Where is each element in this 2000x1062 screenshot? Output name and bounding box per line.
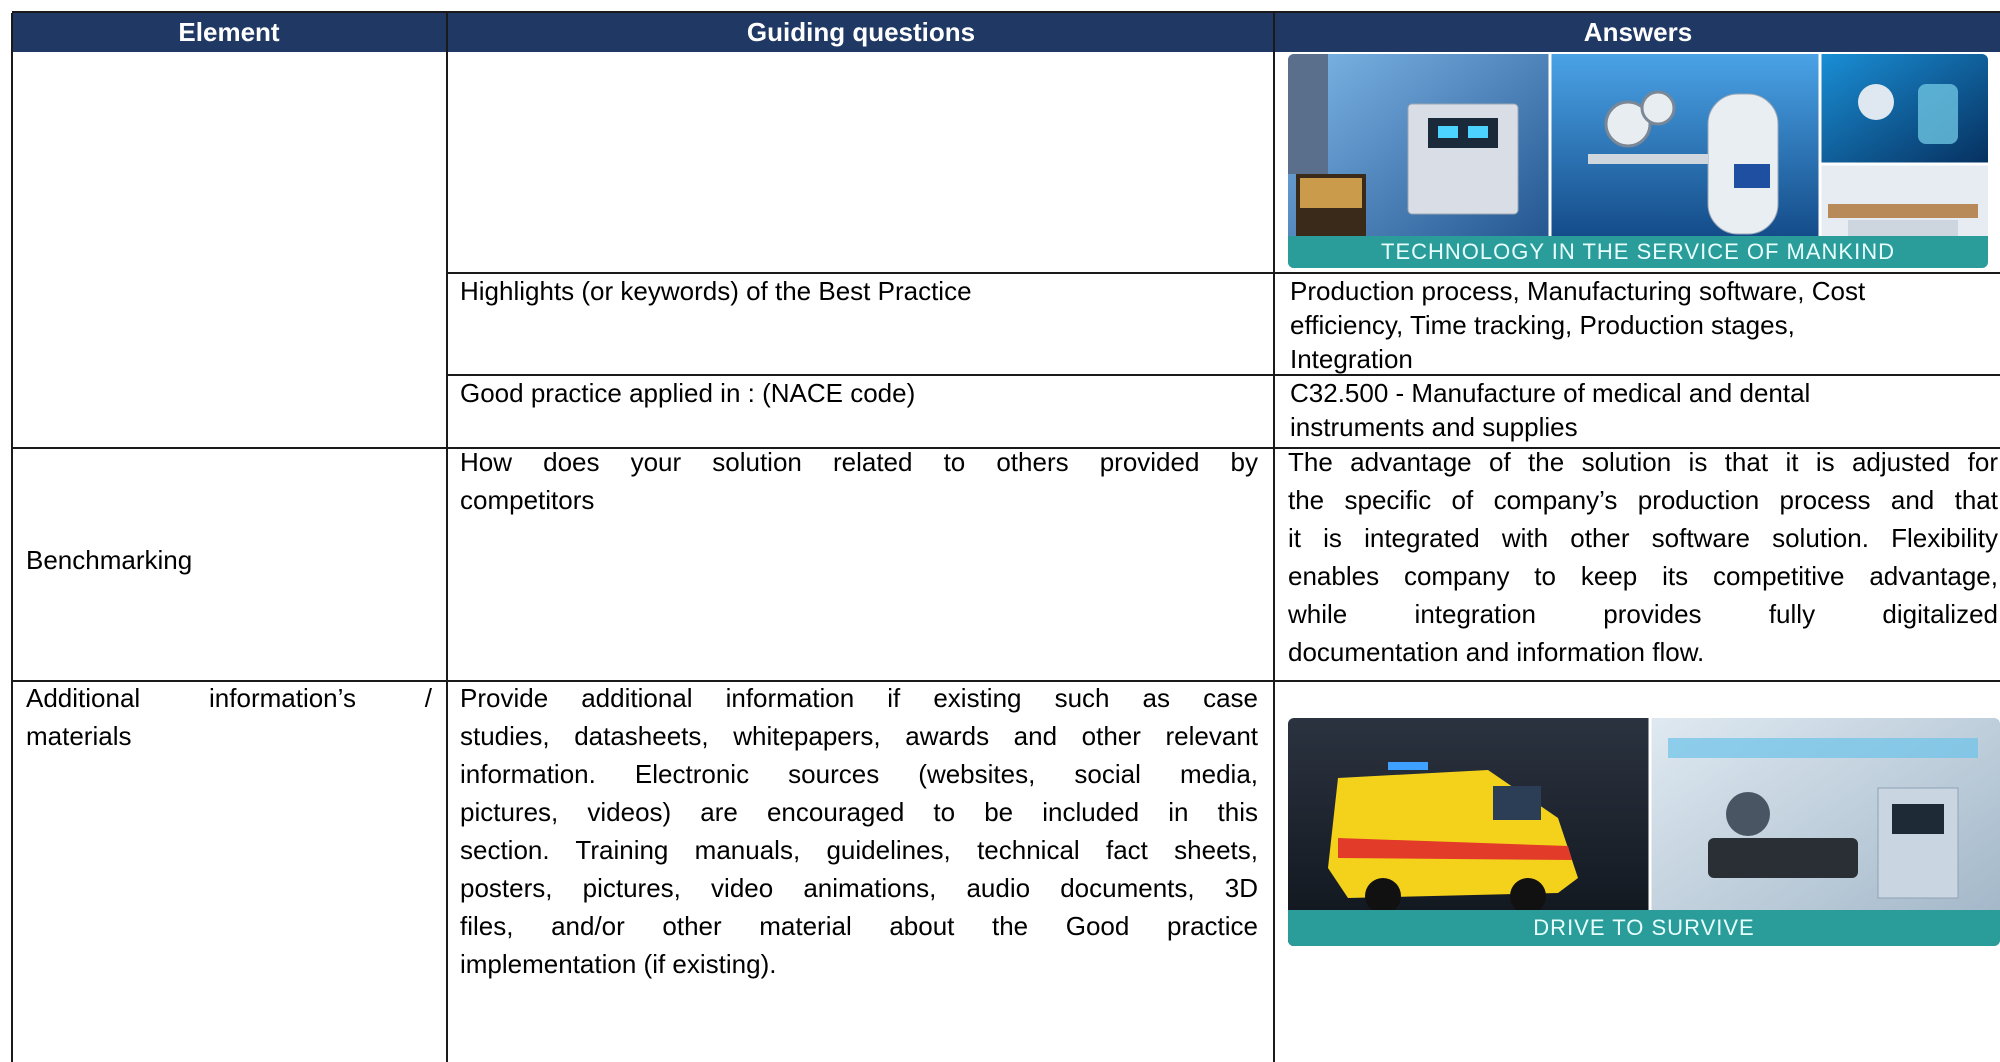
grid-line — [446, 272, 2000, 274]
benchmarking-element: Benchmarking — [26, 545, 193, 575]
answer-line: while integration provides fully digital… — [1288, 599, 1998, 629]
benchmarking-question: How does your solution related to others… — [460, 443, 1258, 519]
header-guiding-questions: Guiding questions — [746, 17, 976, 47]
medical-equipment-illustration — [1288, 54, 1988, 268]
question-line: information. Electronic sources (website… — [460, 759, 1258, 789]
question-line: studies, datasheets, whitepapers, awards… — [460, 721, 1258, 751]
question-line: implementation (if existing). — [460, 949, 777, 979]
grid-line — [12, 11, 2000, 13]
question-line: files, and/or other material about the G… — [460, 911, 1258, 941]
answer-line: enables company to keep its competitive … — [1288, 561, 1998, 591]
question-line: How does your solution related to others… — [460, 447, 1258, 477]
image-caption: DRIVE TO SURVIVE — [1288, 910, 2000, 946]
medical-equipment-image: TECHNOLOGY IN THE SERVICE OF MANKIND — [1288, 54, 1988, 268]
answer-line: The advantage of the solution is that it… — [1288, 447, 1998, 477]
header-element: Element — [178, 17, 280, 47]
nace-question: Good practice applied in : (NACE code) — [460, 378, 916, 408]
nace-answer: C32.500 - Manufacture of medical and den… — [1290, 376, 1990, 444]
grid-line — [11, 13, 13, 1062]
table-header: Element Guiding questions Answers — [12, 12, 2000, 52]
grid-line — [446, 374, 2000, 376]
question-line: competitors — [460, 485, 595, 515]
answer-line: Production process, Manufacturing softwa… — [1290, 276, 1866, 306]
grid-line — [12, 680, 2000, 682]
grid-line — [446, 13, 448, 1062]
ambulance-image: DRIVE TO SURVIVE — [1288, 718, 2000, 946]
answer-line: documentation and information flow. — [1288, 637, 1705, 667]
grid-line — [1273, 13, 1275, 1062]
question-line: section. Training manuals, guidelines, t… — [460, 835, 1258, 865]
ambulance-illustration — [1288, 718, 2000, 946]
answer-line: efficiency, Time tracking, Production st… — [1290, 310, 1795, 340]
question-line: Provide additional information if existi… — [460, 683, 1258, 713]
highlights-question: Highlights (or keywords) of the Best Pra… — [460, 276, 972, 306]
element-line: Additional information’s / — [26, 683, 432, 713]
grid-line — [12, 447, 2000, 449]
answer-line: it is integrated with other software sol… — [1288, 523, 1998, 553]
answer-line: the specific of company’s production pro… — [1288, 485, 1998, 515]
image-caption: TECHNOLOGY IN THE SERVICE OF MANKIND — [1288, 236, 1988, 268]
element-line: materials — [26, 721, 132, 751]
additional-element: Additional information’s / materials — [26, 679, 432, 755]
answer-line: Integration — [1290, 344, 1413, 374]
additional-question: Provide additional information if existi… — [460, 679, 1258, 983]
benchmarking-answer: The advantage of the solution is that it… — [1288, 443, 1998, 671]
answer-line: instruments and supplies — [1290, 412, 1578, 442]
answer-line: C32.500 - Manufacture of medical and den… — [1290, 378, 1811, 408]
highlights-answer: Production process, Manufacturing softwa… — [1290, 274, 1990, 376]
question-line: pictures, videos) are encouraged to be i… — [460, 797, 1258, 827]
header-answers: Answers — [1583, 17, 1693, 47]
question-line: posters, pictures, video animations, aud… — [460, 873, 1258, 903]
